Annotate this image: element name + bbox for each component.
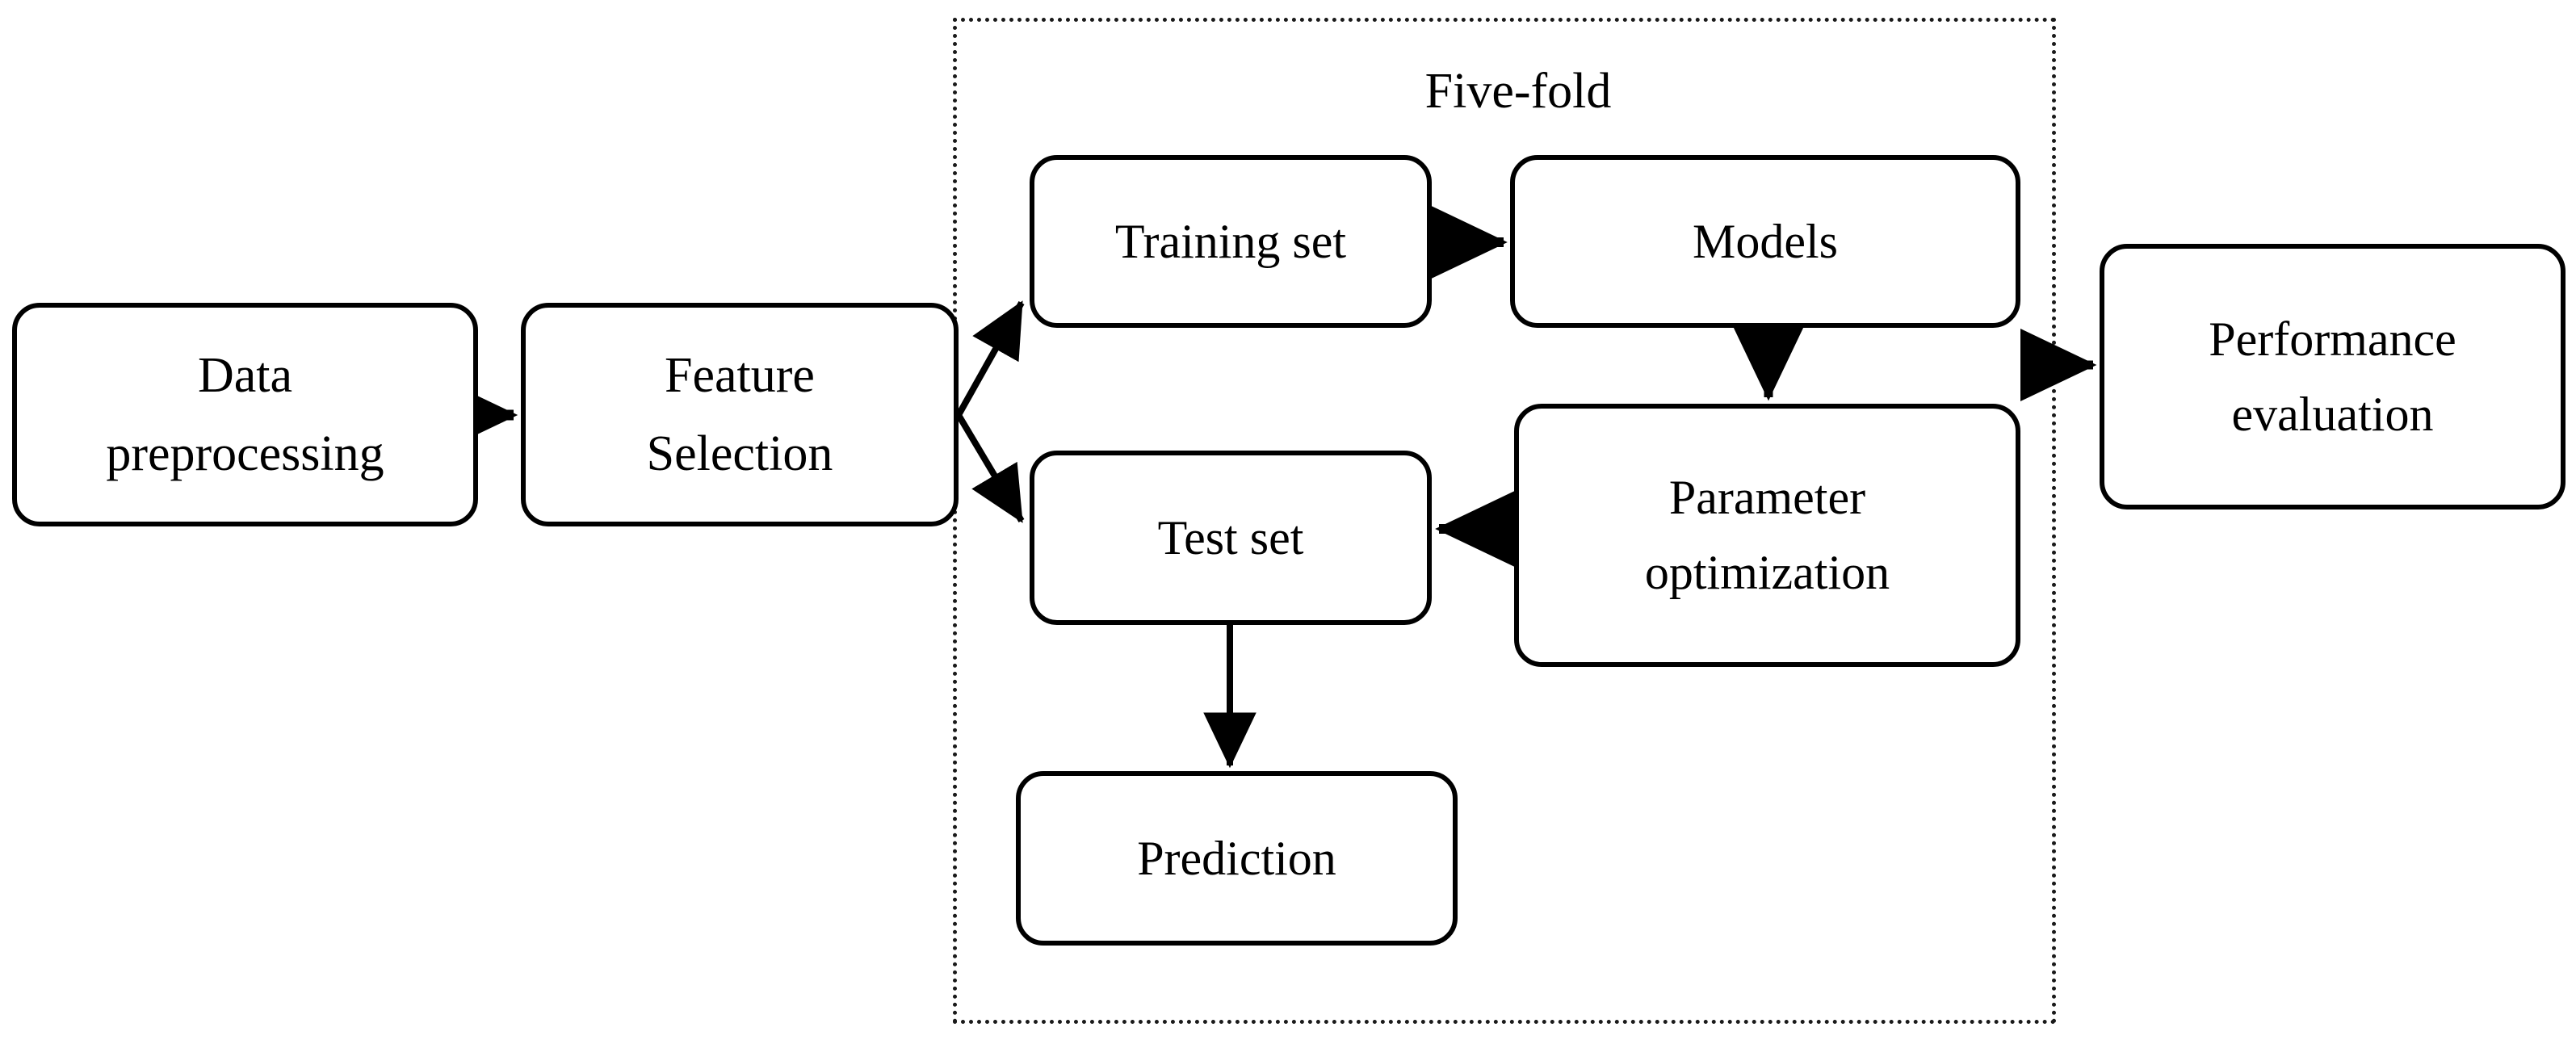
node-test-set[interactable]: Test set [1030,451,1432,625]
node-performance-evaluation[interactable]: Performance evaluation [2100,244,2566,510]
node-performance-evaluation-line1: Performance [2209,312,2456,366]
node-data-preprocessing-line2: preprocessing [106,426,384,481]
node-data-preprocessing-line1: Data [197,348,293,404]
node-test-set-label: Test set [1157,510,1304,564]
node-performance-evaluation-line2: evaluation [2231,387,2434,441]
five-fold-group-frame [953,18,2056,1024]
five-fold-group-label: Five-fold [1424,64,1612,119]
node-parameter-optimization[interactable]: Parameter optimization [1514,404,2020,667]
node-models[interactable]: Models [1510,155,2020,328]
node-parameter-optimization-line2: optimization [1644,546,1890,599]
edge-feature-selection-to-test-set [955,413,1025,523]
node-parameter-optimization-line1: Parameter [1668,471,1866,524]
node-data-preprocessing[interactable]: Data preprocessing [12,303,478,526]
edge-feature-selection-to-training-set [955,300,1025,417]
node-prediction-label: Prediction [1137,831,1336,885]
node-models-label: Models [1693,214,1838,268]
node-feature-selection-line1: Feature [665,348,815,404]
node-feature-selection-line2: Selection [646,426,833,481]
node-training-set[interactable]: Training set [1030,155,1432,328]
node-feature-selection[interactable]: Feature Selection [521,303,959,526]
node-prediction[interactable]: Prediction [1016,771,1458,946]
node-training-set-label: Training set [1114,214,1347,268]
